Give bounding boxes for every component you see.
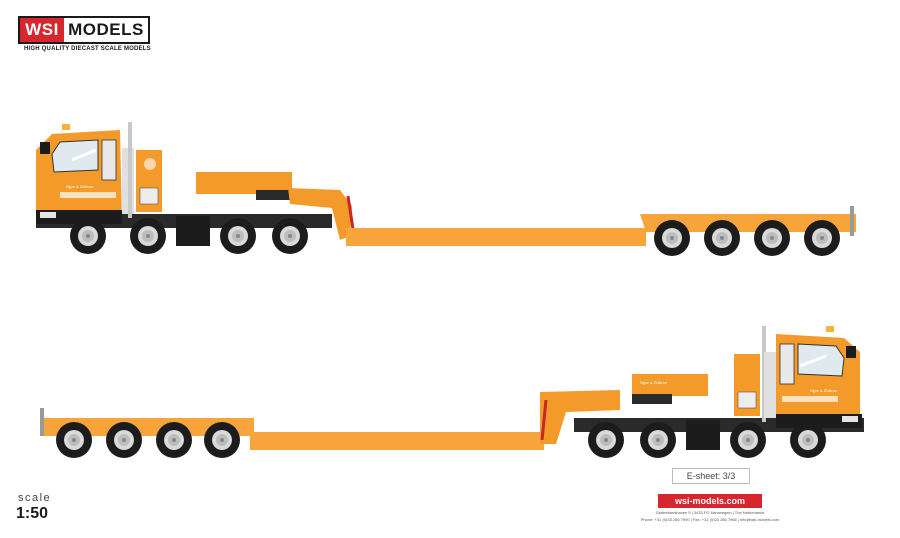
truck-bumper: [36, 210, 122, 224]
truck-door-window: [779, 343, 795, 385]
scale-label: scale: [18, 492, 52, 504]
trailer-gooseneck: [632, 374, 708, 396]
truck-side-right: Sijpe & Zhiltran Sijpe & Zhiltran: [40, 326, 864, 458]
wheel: [156, 422, 192, 458]
trailer-deck: [250, 432, 544, 450]
wheel: [704, 220, 740, 256]
esheet-label: E-sheet: 3/3: [672, 468, 750, 484]
trailer-gooseneck: [196, 172, 292, 194]
wheel: [220, 218, 256, 254]
trailer-deck: [346, 228, 646, 246]
truck-side-left: Sijpe & Zhiltran: [36, 122, 856, 256]
brand-tagline: HIGH QUALITY DIECAST SCALE MODELS: [24, 46, 151, 52]
footer-address: Gedeeltandhaven 5 | 3433 PG Nieuwegein |…: [655, 510, 765, 515]
cab-lettering: Sijpe & Zhiltran: [810, 388, 837, 393]
footer-contact: Phone: +31 (0)33 286 7900 | Fax: +31 (0)…: [640, 517, 780, 522]
wheel: [56, 422, 92, 458]
wheel: [204, 422, 240, 458]
logo-models-text: MODELS: [64, 18, 148, 42]
scale-value: 1:50: [16, 505, 49, 522]
wheel: [272, 218, 308, 254]
wheel: [640, 422, 676, 458]
wheel: [70, 218, 106, 254]
truck-bumper: [776, 414, 862, 428]
truck-tank: [764, 352, 776, 418]
wheel: [106, 422, 142, 458]
wheel: [730, 422, 766, 458]
trailer-rear-bed: [640, 214, 856, 232]
truck-door-window: [101, 139, 117, 181]
website-link[interactable]: wsi-models.com: [658, 494, 762, 508]
wheel: [754, 220, 790, 256]
wsi-logo: WSI MODELS: [18, 16, 150, 44]
wheel: [588, 422, 624, 458]
trailer-lettering: Sijpe & Zhiltran: [640, 380, 667, 385]
cab-lettering: Sijpe & Zhiltran: [66, 184, 93, 189]
wheel: [654, 220, 690, 256]
wheel: [804, 220, 840, 256]
wheel: [130, 218, 166, 254]
trailer-rear-bed: [44, 418, 254, 436]
wheel: [790, 422, 826, 458]
logo-wsi-text: WSI: [20, 18, 64, 42]
truck-window: [51, 139, 99, 173]
truck-window: [797, 343, 845, 377]
exhaust-stack: [128, 122, 132, 218]
